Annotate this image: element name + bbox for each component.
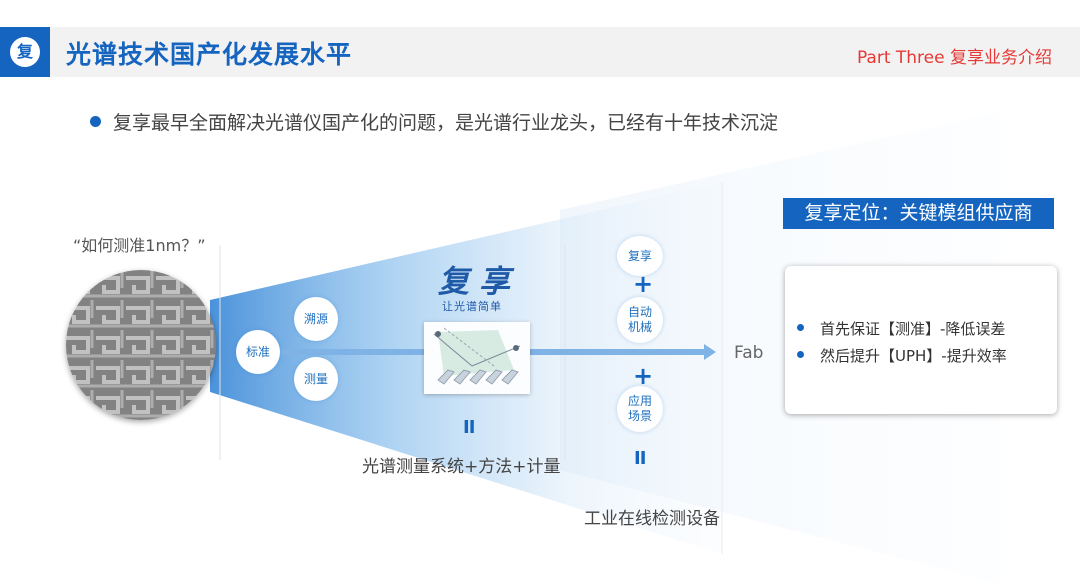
brand-slogan: 让光谱简单 [442,300,502,313]
stack-automation: 自动机械 [617,297,663,343]
bubble-calibrate: 标准 [236,330,280,374]
plus-icon-2: + [633,362,654,390]
positioning-title: 复享定位：关键模组供应商 [783,198,1054,229]
positioning-item-2-text: 然后提升【UPH】-提升效率 [820,347,1007,365]
bullet-dot-icon [90,116,101,127]
stack-fuxiang-label: 复享 [627,248,652,263]
fab-label: Fab [734,343,764,363]
stack-automation-label: 自动机械 [627,305,652,334]
chip-pattern [66,270,216,420]
page-title: 光谱技术国产化发展水平 [66,40,353,69]
plus-icon-1: + [633,270,654,298]
bullet-dot-icon [797,351,804,358]
positioning-card: 首先保证【测准】-降低误差 然后提升【UPH】-提升效率 [785,266,1057,414]
section-label: Part Three 复享业务介绍 [856,48,1052,68]
positioning-item-1: 首先保证【测准】-降低误差 [797,318,1005,339]
chip-micrograph-image [66,270,216,420]
positioning-item-1-text: 首先保证【测准】-降低误差 [820,320,1006,338]
header-bar: 复 光谱技术国产化发展水平 Part Three 复享业务介绍 [0,27,1080,77]
spectrometer-diagram-image [424,322,530,394]
equals-mark-right: II [634,448,646,469]
bullet-text: 复享最早全面解决光谱仪国产化的问题，是光谱行业龙头，已经有十年技术沉淀 [113,112,779,134]
flow-arrow-head [704,344,716,360]
stack-application-label: 应用场景 [627,394,652,423]
equals-mark-left: II [463,417,475,438]
stack-application: 应用场景 [617,386,663,432]
bullet-statement: 复享最早全面解决光谱仪国产化的问题，是光谱行业龙头，已经有十年技术沉淀 [90,108,778,135]
bubble-trace: 溯源 [294,297,338,341]
optics-illustration [433,327,521,385]
bubble-measure: 测量 [294,357,338,401]
question-text: “如何测准1nm？” [73,236,206,255]
stack-fuxiang: 复享 [617,236,663,276]
logo: 复 [0,27,50,77]
brand-logo: 复享 [438,264,520,300]
bullet-dot-icon [797,324,804,331]
positioning-item-2: 然后提升【UPH】-提升效率 [797,345,1007,366]
logo-icon: 复 [10,37,40,67]
system-label: 光谱测量系统+方法+计量 [362,457,561,477]
inline-equipment-label: 工业在线检测设备 [584,509,720,529]
